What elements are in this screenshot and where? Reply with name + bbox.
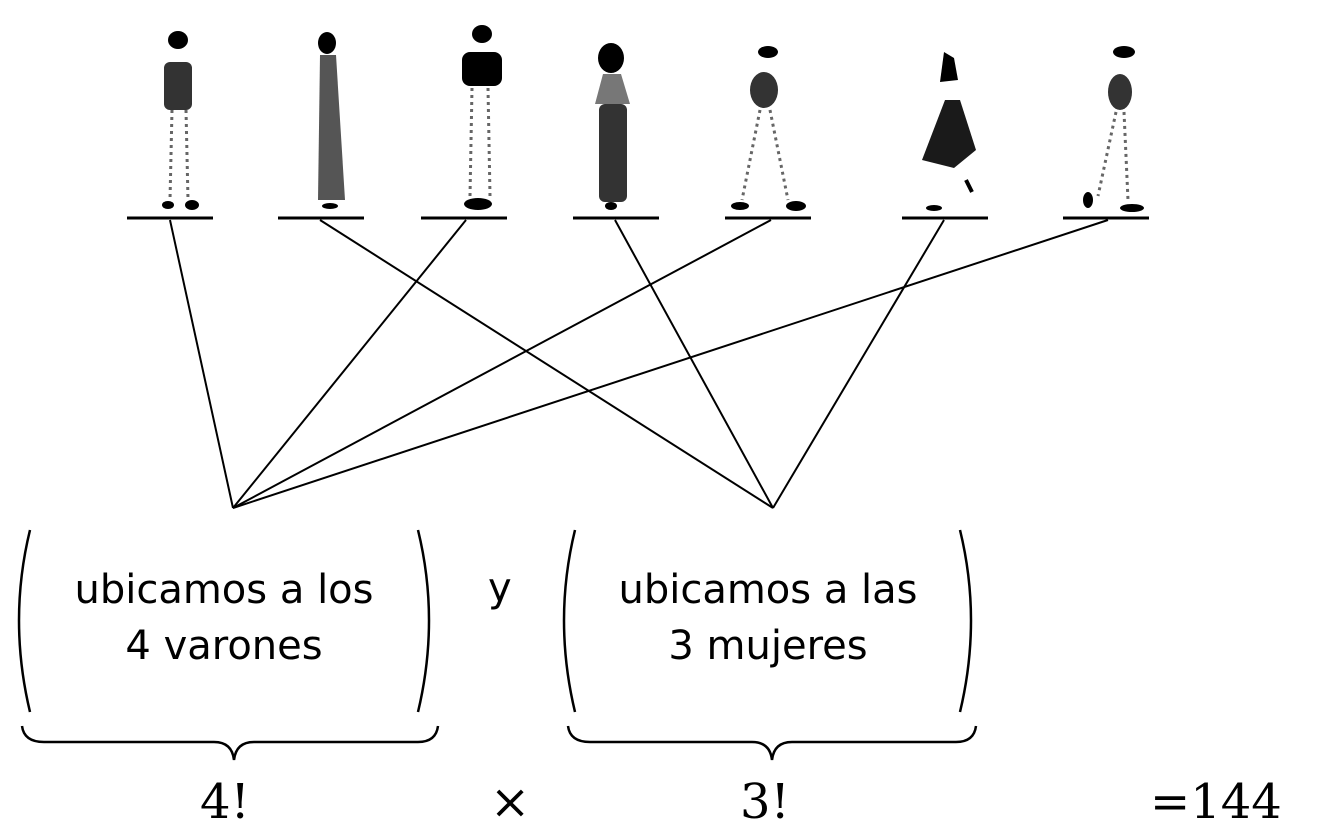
person-icon-3 <box>462 25 502 210</box>
link-seat7-men <box>232 219 1109 509</box>
parentheses-women <box>562 529 973 713</box>
link-seat3-men <box>232 219 467 509</box>
group-women-line1: ubicamos a las <box>618 567 918 613</box>
person-icon-4 <box>595 43 630 210</box>
connection-lines <box>169 219 1109 509</box>
group-men-line1: ubicamos a los <box>74 567 374 613</box>
result-value: =144 <box>1150 774 1282 830</box>
person-icon-6 <box>922 52 976 211</box>
underbrace-men <box>20 725 440 761</box>
group-women-line2: 3 mujeres <box>668 623 868 669</box>
person-icon-1 <box>162 31 199 210</box>
link-seat6-women <box>772 219 945 509</box>
person-icon-2 <box>318 32 345 209</box>
underbrace-women <box>566 725 978 761</box>
group-men-line2: 4 varones <box>125 623 323 669</box>
person-icon-5 <box>731 46 806 211</box>
group-women-text: ubicamos a las 3 mujeres <box>578 570 958 682</box>
link-seat4-women <box>614 219 774 509</box>
connector-word: y <box>488 565 512 611</box>
person-icon-7 <box>1083 46 1144 212</box>
operator-times: × <box>490 774 531 830</box>
link-seat1-men <box>169 219 234 509</box>
factor-men: 4! <box>200 774 250 830</box>
link-seat2-women <box>319 219 774 509</box>
people <box>162 25 1144 212</box>
link-seat5-men <box>232 219 772 509</box>
group-men-text: ubicamos a los 4 varones <box>34 570 414 682</box>
factor-women: 3! <box>740 774 790 830</box>
parentheses-men <box>17 529 431 713</box>
